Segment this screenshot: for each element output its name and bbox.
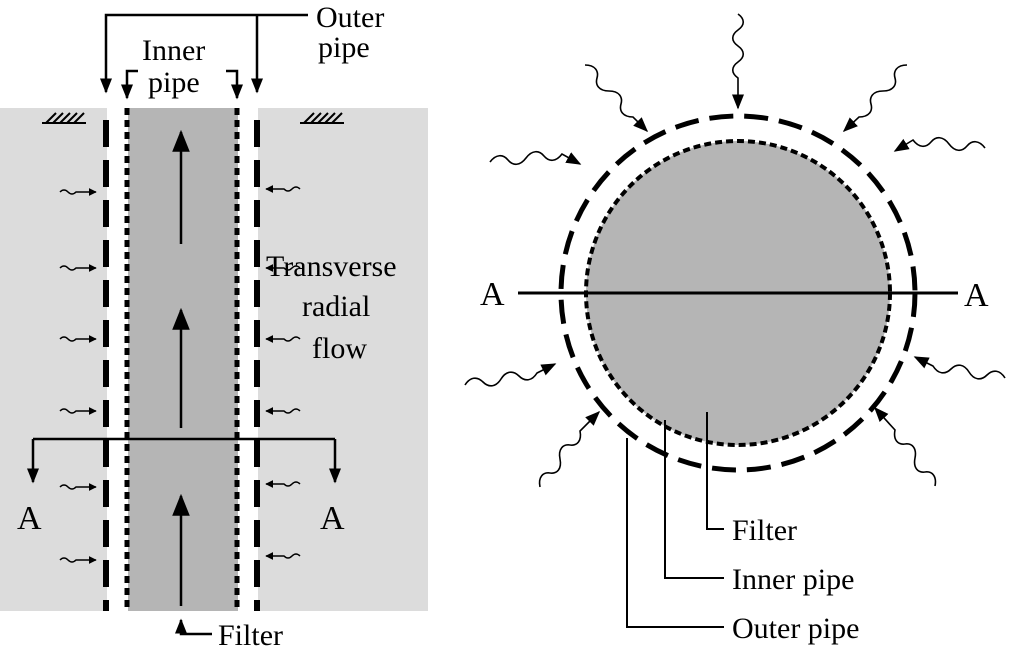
hatch-ground-icon bbox=[300, 112, 344, 124]
section-label-left: A bbox=[17, 500, 42, 537]
plan-leaders bbox=[626, 412, 724, 628]
seepage-arrows-right bbox=[265, 185, 301, 560]
flow-label: flow bbox=[312, 332, 367, 365]
plan-filter-label: Filter bbox=[732, 514, 797, 547]
plan-inner-pipe-label: Inner pipe bbox=[732, 563, 854, 596]
outer-pipe-leader-plan bbox=[626, 438, 724, 628]
inner-pipe-label: Inner bbox=[142, 34, 205, 67]
hatch-ground-icon bbox=[42, 112, 86, 124]
inner-pipe-leader-plan bbox=[664, 420, 724, 579]
section-line-a-a bbox=[27, 437, 341, 484]
flow-label: radial bbox=[302, 290, 370, 323]
outer-pipe-leader bbox=[100, 13, 308, 94]
wavy-arrow-icon bbox=[464, 13, 1006, 488]
outer-pipe-label: pipe bbox=[318, 31, 370, 64]
plan-view: A A Filter Inner pipe Outer pipe bbox=[464, 13, 1006, 645]
filter-column bbox=[128, 108, 238, 611]
plan-section-label-left: A bbox=[480, 276, 505, 313]
inner-pipe-leader bbox=[121, 69, 243, 100]
flow-label: Transverse bbox=[266, 250, 397, 283]
soil-right bbox=[258, 108, 428, 611]
filter-leader-bottom bbox=[175, 618, 212, 636]
outer-pipe-label: Outer bbox=[316, 1, 384, 34]
section-label-right: A bbox=[320, 500, 345, 537]
seepage-arrows-left bbox=[59, 188, 97, 564]
vertical-section: Outer pipe Inner pipe Transverse radial … bbox=[0, 1, 428, 649]
plan-section-label-right: A bbox=[964, 277, 989, 314]
inner-pipe-label: pipe bbox=[148, 66, 200, 99]
plan-outer-pipe-label: Outer pipe bbox=[732, 612, 859, 645]
filter-label-bottom: Filter bbox=[218, 619, 283, 649]
filter-leader bbox=[706, 412, 724, 530]
